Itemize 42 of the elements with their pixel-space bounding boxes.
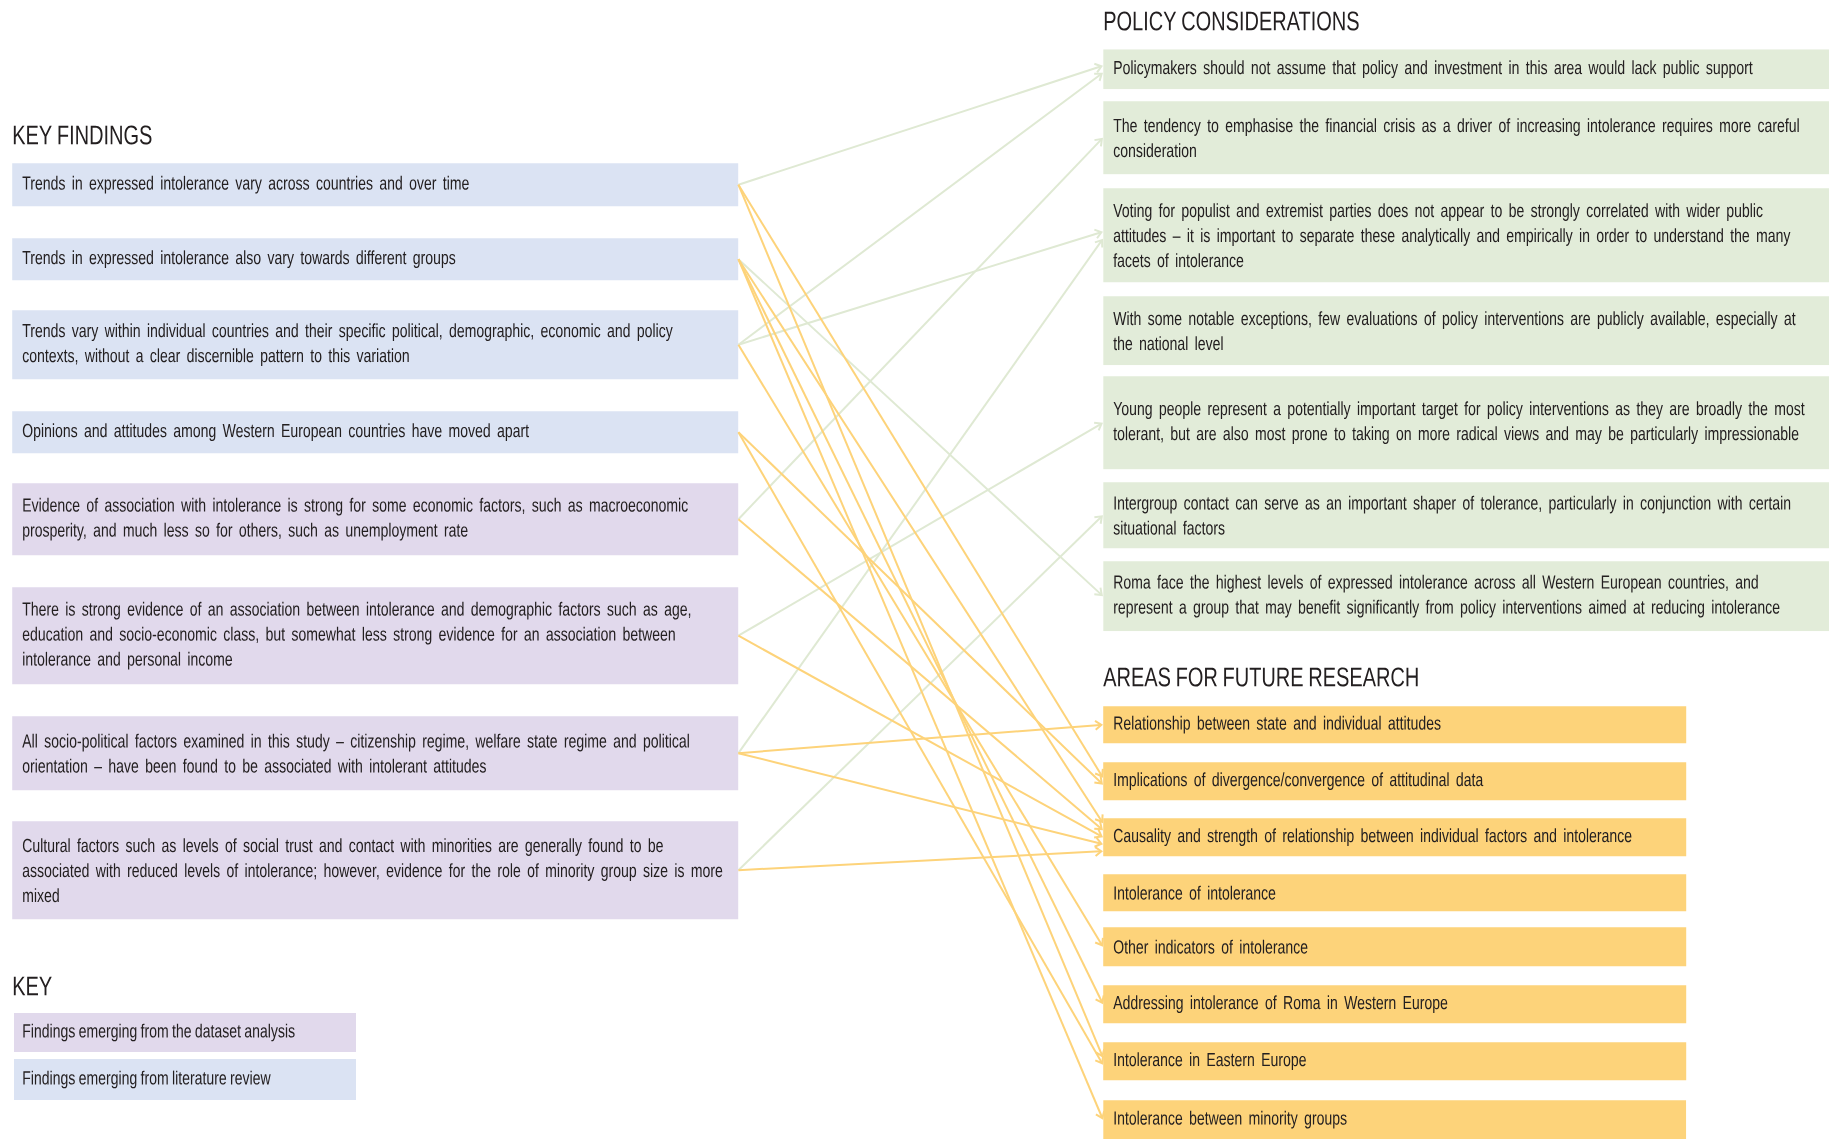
policy-box: With some notable exceptions, few evaluations of policy interventions are publicly available, especially at the national level: [1103, 296, 1829, 366]
finding-box: Trends in expressed intolerance vary across countries and over time: [12, 163, 739, 207]
finding-box: Trends in expressed intolerance also vary towards different groups: [12, 238, 739, 281]
research-box: Relationship between state and individual attitudes: [1103, 706, 1687, 744]
policy-box: Roma face the highest levels of expressed intolerance across all Western European countries, and represent a group that may benefit significantly from policy interventions aimed at reducing intolerance: [1103, 561, 1829, 632]
policy-box: Voting for populist and extremist parties does not appear to be strongly correlated with wider public attitudes – it is important to separate these analytically and empirically in order to understand the many facets of intolerance: [1103, 188, 1829, 283]
policy-box: Intergroup contact can serve as an important shaper of tolerance, particularly in conjunction with certain situational factors: [1103, 482, 1829, 549]
arrow: [737, 634, 1103, 839]
section-heading: POLICY CONSIDERATIONS: [1104, 11, 1359, 31]
arrow: [737, 62, 1103, 186]
finding-box: Cultural factors such as levels of social trust and contact with minorities are generally found to be associated with reduced levels of intolerance; however, evidence for the role of minority group size is more mixed: [12, 821, 739, 920]
arrow: [737, 719, 1103, 755]
policy-box: Young people represent a potentially important target for policy interventions as they are broadly the most tolerant, but are also most prone to taking on more radical views and may be particularly impressionable: [1103, 376, 1829, 470]
arrow: [737, 72, 1103, 346]
policy-box: The tendency to emphasise the financial crisis as a driver of increasing intolerance requires more careful consideration: [1103, 101, 1829, 175]
finding-box: There is strong evidence of an association between intolerance and demographic factors such as age, education and socio-economic class, but somewhat less strong evidence for an association between intolerance and personal income: [12, 587, 739, 685]
finding-box: Opinions and attitudes among Western European countries have moved apart: [12, 411, 739, 454]
arrow: [737, 752, 1103, 848]
legend-item: Findings emerging from literature review: [14, 1059, 356, 1100]
research-box: Intolerance of intolerance: [1103, 874, 1687, 912]
arrow: [737, 228, 1103, 346]
research-box: Implications of divergence/convergence of attitudinal data: [1103, 762, 1687, 801]
arrow: [737, 846, 1103, 872]
finding-box: Trends vary within individual countries and their specific political, demographic, economic and policy contexts, without a clear discernible pattern to this variation: [12, 310, 739, 380]
research-box: Addressing intolerance of Roma in Western Europe: [1103, 985, 1687, 1024]
policy-box: Policymakers should not assume that policy and investment in this area would lack public support: [1103, 49, 1829, 90]
arrow: [737, 431, 1105, 1065]
arrow: [737, 431, 1103, 785]
arrow: [737, 343, 1104, 947]
section-heading: KEY: [13, 976, 52, 996]
arrow: [737, 137, 1103, 521]
research-box: Causality and strength of relationship between individual factors and intolerance: [1103, 818, 1687, 857]
finding-box: All socio-political factors examined in this study – citizenship regime, welfare state regime and political orientation – have been found to be associated with intolerant attitudes: [12, 716, 739, 791]
legend-item: Findings emerging from the dataset analysis: [14, 1013, 356, 1052]
finding-box: Evidence of association with intolerance is strong for some economic factors, such as macroeconomic prosperity, and much less so for others, such as unemployment rate: [12, 483, 739, 556]
research-box: Intolerance in Eastern Europe: [1103, 1042, 1687, 1081]
research-box: Other indicators of intolerance: [1103, 927, 1687, 967]
arrow: [737, 258, 1103, 597]
section-heading: AREAS FOR FUTURE RESEARCH: [1103, 667, 1418, 687]
arrow: [737, 421, 1103, 637]
node-label: Causality and strength of relationship between individual factors and intolerance: [1113, 828, 1632, 847]
research-box: Intolerance between minority groups: [1103, 1100, 1687, 1139]
